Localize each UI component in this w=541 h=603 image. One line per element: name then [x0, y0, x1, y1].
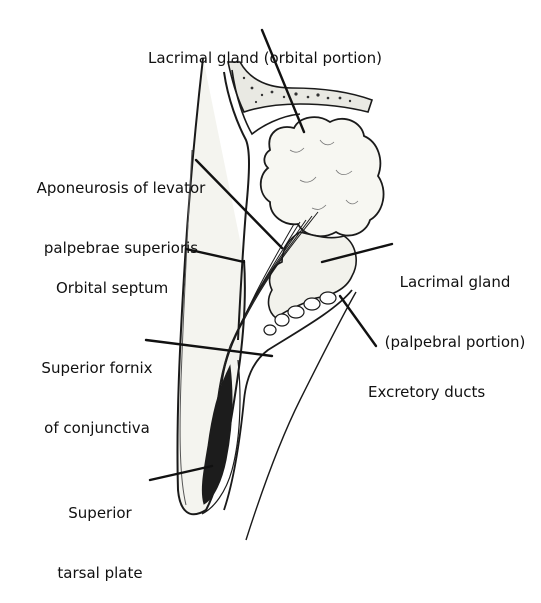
label-orbital-septum: Orbital septum — [56, 238, 186, 318]
label-line: Lacrimal gland — [376, 272, 534, 292]
label-line: Superior — [40, 503, 160, 523]
label-line: tarsal plate — [40, 563, 160, 583]
label-line: Aponeurosis of levator — [14, 178, 228, 198]
label-superior-tarsal-plate: Superior tarsal plate — [40, 463, 160, 603]
label-superior-fornix: Superior fornix of conjunctiva — [22, 318, 172, 458]
label-excretory-ducts: Excretory ducts — [368, 342, 518, 422]
label-line: of conjunctiva — [22, 418, 172, 438]
label-line: Excretory ducts — [368, 382, 518, 402]
label-line: Superior fornix — [22, 358, 172, 378]
label-line: Lacrimal gland (orbital portion) — [120, 48, 410, 68]
label-lacrimal-gland-orbital: Lacrimal gland (orbital portion) — [120, 8, 410, 88]
label-line: Orbital septum — [56, 278, 186, 298]
